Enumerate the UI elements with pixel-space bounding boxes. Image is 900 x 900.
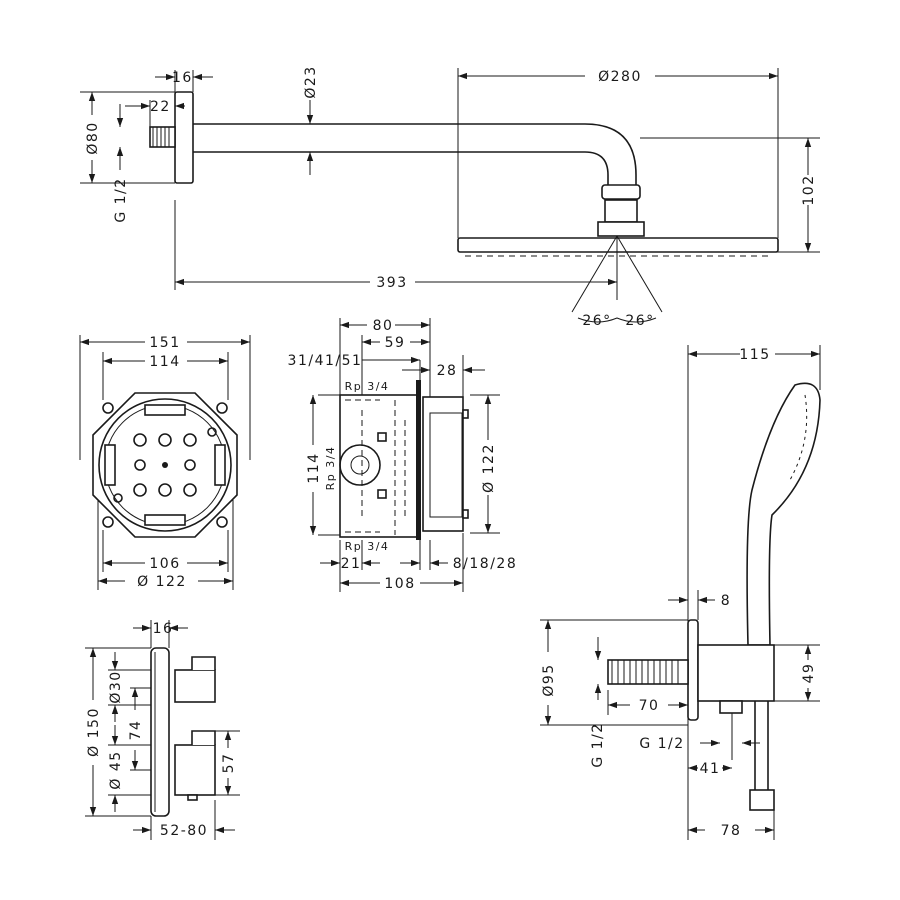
hose-outlet	[719, 700, 743, 714]
dim-total-depth: 78	[721, 823, 742, 839]
dimensions-rough-in-side	[309, 318, 500, 592]
thermostat-view: 16 Ø30 Ø 150 74 Ø 45 57 52-80	[85, 620, 240, 840]
dim-plate-offset: 28	[437, 363, 458, 379]
dim-outer-width: 151	[149, 335, 180, 351]
dim-flange-depth: 8	[721, 593, 731, 609]
dim-flange-diameter: Ø95	[541, 663, 557, 696]
dim-flange-diameter: Ø80	[85, 121, 101, 154]
ball-joint	[604, 199, 638, 223]
dim-knob-spacing: 74	[128, 720, 144, 741]
rough-in-side-view: 80 59 31/41/51 28 Rp 3/4 114 Rp 3/4 Ø 12…	[288, 318, 517, 592]
dim-flange-depth: 16	[172, 70, 193, 86]
dim-diameter: Ø 122	[137, 574, 187, 590]
dim-nipple-length: 70	[639, 698, 660, 714]
wall-outlet-holder	[697, 644, 775, 702]
thread-connector	[149, 126, 176, 148]
upper-knob-handle	[191, 656, 216, 670]
dim-projection: 115	[739, 347, 770, 363]
dim-inner-width-bottom: 106	[149, 556, 180, 572]
dim-plate-diameter: Ø 150	[86, 707, 102, 757]
dim-head-diameter: Ø280	[598, 69, 642, 85]
shower-head	[457, 237, 779, 253]
dim-knob-diameter-bottom: Ø 45	[108, 750, 124, 789]
hose-nut	[749, 789, 775, 811]
dim-tilt-right: 26°	[625, 313, 654, 329]
label-port-top: Rp 3/4	[345, 380, 390, 393]
dimensions-overhead	[80, 68, 820, 323]
dim-plate-diameter: Ø 122	[481, 443, 497, 493]
dim-outlet-offset: 41	[700, 761, 721, 777]
dim-arm-diameter: Ø23	[303, 65, 319, 98]
dim-height: 102	[801, 174, 817, 205]
mounting-plate	[416, 380, 421, 540]
dim-projection: 52-80	[160, 823, 208, 839]
label-port-side: Rp 3/4	[324, 446, 337, 491]
rough-in-front-view: 151 114 106 Ø 122	[79, 335, 251, 590]
rough-in-holes	[102, 402, 228, 528]
dim-knob-height: 57	[221, 753, 237, 774]
dim-height: 114	[306, 452, 322, 483]
dimensions-thermostat	[85, 620, 240, 840]
lower-knob-handle	[191, 730, 216, 745]
dim-depth-inner: 59	[385, 335, 406, 351]
dim-thread-vertical: G 1/2	[590, 722, 606, 767]
shower-hose	[754, 701, 769, 790]
swivel-nut	[601, 184, 641, 200]
dim-thread: G 1/2	[113, 177, 129, 222]
dim-knob-diameter-top: Ø30	[108, 670, 124, 703]
hand-shower-handle	[746, 382, 821, 646]
thermostat-plate	[150, 647, 170, 817]
dim-plate-depth: 16	[153, 621, 174, 637]
dim-projection: 393	[376, 275, 407, 291]
dim-total-depth: 108	[384, 576, 415, 592]
label-port-bottom: Rp 3/4	[345, 540, 390, 553]
hand-shower-view: 115 8 Ø95 70 49 G 1/2 G 1/2 41 78	[540, 345, 821, 840]
upper-knob-base	[174, 669, 216, 703]
dim-connector-length: 22	[150, 99, 171, 115]
lower-knob-base	[174, 744, 216, 796]
dim-tilt-left: 26°	[582, 313, 611, 329]
dim-depth: 80	[373, 318, 394, 334]
dim-inner-width-top: 114	[149, 354, 180, 370]
dim-mounting-depths: 31/41/51	[288, 353, 363, 369]
dim-thread-outlet: G 1/2	[639, 736, 684, 752]
shower-arm	[193, 123, 637, 185]
head-mount	[597, 221, 645, 237]
dim-extension: 8/18/28	[453, 556, 517, 572]
dimensions-rough-in-front	[79, 335, 251, 590]
dim-front-offset: 21	[341, 556, 362, 572]
wall-outlet-flange	[687, 619, 699, 721]
dim-outlet-height: 49	[801, 663, 817, 684]
dimensions-hand-shower	[540, 345, 821, 840]
overhead-shower-view: 16 22 Ø80 G 1/2 Ø23 Ø280 102 393 26° 26°	[80, 65, 820, 329]
plaster-guard	[422, 396, 464, 532]
